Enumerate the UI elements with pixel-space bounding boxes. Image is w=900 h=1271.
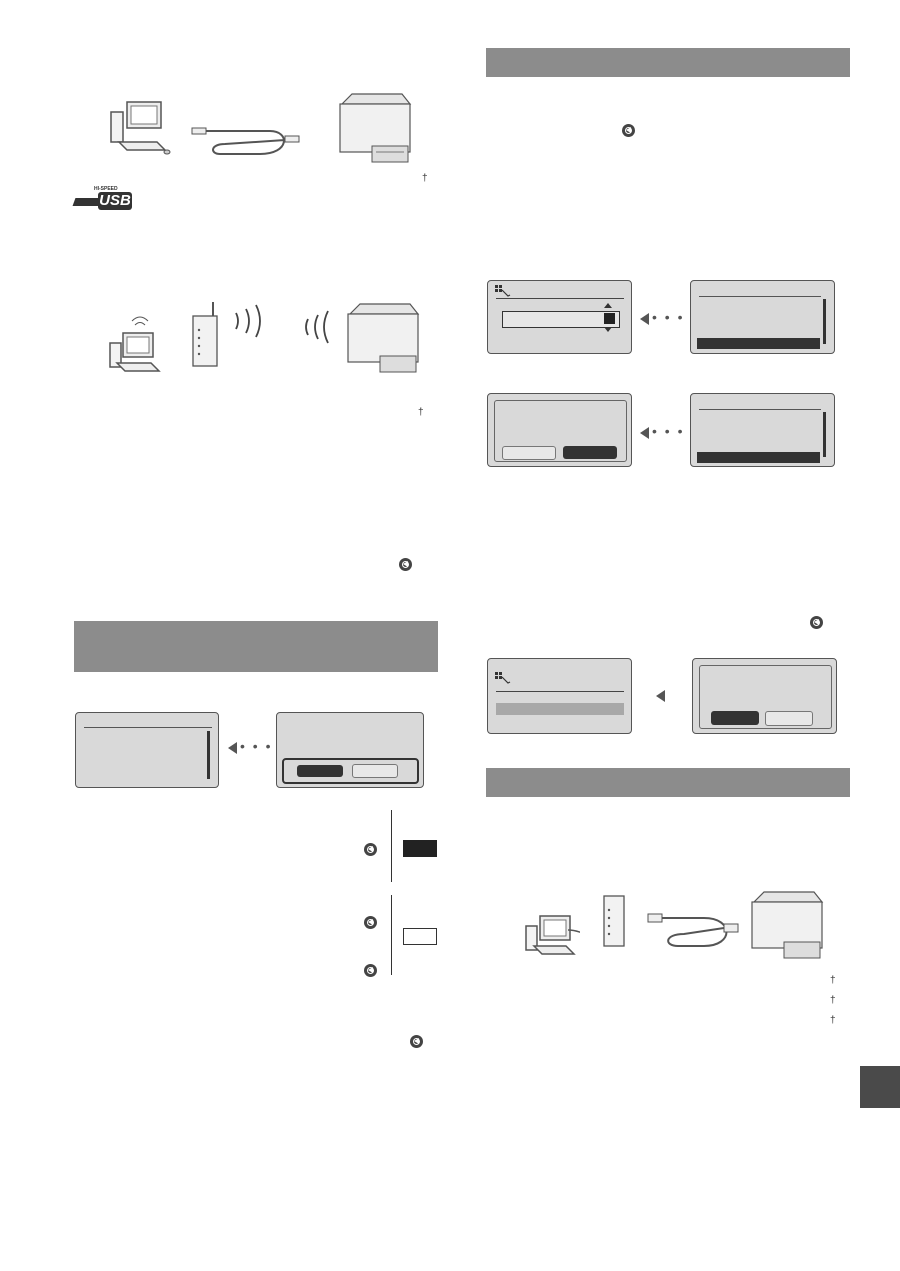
back-circle-icon: [364, 964, 377, 977]
no-button[interactable]: [765, 711, 813, 726]
ethernet-cable-icon: [647, 913, 739, 947]
dagger-mark: †: [422, 173, 428, 184]
up-arrow-icon[interactable]: [604, 303, 612, 308]
lcd-screen-confirm: [487, 393, 632, 467]
lcd-screen-list: [690, 393, 835, 467]
keypad-touch-icon: [495, 672, 511, 684]
wifi-waves-icon: [235, 304, 261, 338]
back-circle-icon: [410, 1035, 423, 1048]
dagger-mark: †: [418, 407, 424, 418]
arrow-left-icon: [640, 313, 649, 325]
divider-line: [391, 810, 392, 882]
back-circle-icon: [622, 124, 635, 137]
router-icon: [603, 895, 625, 947]
computer-icon: [110, 101, 171, 155]
light-key-sample: [403, 928, 437, 945]
selected-item[interactable]: [697, 338, 820, 349]
yes-button[interactable]: [563, 446, 617, 459]
scrollbar: [823, 412, 826, 457]
input-field[interactable]: [502, 311, 620, 328]
lcd-screen-list: [690, 280, 835, 354]
printer-icon: [751, 891, 824, 959]
back-circle-icon: [810, 616, 823, 629]
lcd-screen-input: [487, 280, 632, 354]
dark-key-sample: [403, 840, 437, 857]
cursor-block: [604, 313, 615, 324]
back-circle-icon: [399, 558, 412, 571]
computer-icon: [109, 316, 161, 372]
no-button[interactable]: [352, 764, 398, 778]
lcd-screen-list: [75, 712, 219, 788]
wifi-waves-icon: [305, 310, 329, 344]
scrollbar: [207, 731, 210, 779]
usb-logo: HI-SPEED USB: [72, 186, 136, 214]
arrow-left-icon: [228, 742, 237, 754]
section-header-bar: [74, 621, 438, 672]
usb-cable-icon: [191, 127, 300, 155]
printer-icon: [347, 303, 420, 373]
keypad-touch-icon: [495, 285, 511, 297]
dotted-connector: • • • •: [652, 423, 698, 439]
back-circle-icon: [364, 916, 377, 929]
arrow-left-icon: [640, 427, 649, 439]
dagger-mark: †: [830, 975, 836, 986]
yes-button[interactable]: [711, 711, 759, 725]
lcd-screen-confirm: [692, 658, 837, 734]
wireless-router-icon: [192, 302, 218, 367]
side-index-tab: [860, 1066, 900, 1108]
dotted-connector: • • • •: [240, 738, 286, 754]
wireless-connection-illustration: [100, 295, 430, 385]
printer-icon: [339, 93, 412, 163]
arrow-left-icon: [656, 690, 665, 702]
wired-lan-illustration: [522, 888, 832, 968]
dagger-mark: †: [830, 1015, 836, 1026]
dotted-connector: • • • •: [652, 309, 698, 325]
lcd-screen-progress: [487, 658, 632, 734]
section-header-bar: [486, 48, 850, 77]
selected-item[interactable]: [697, 452, 820, 463]
yes-button[interactable]: [297, 765, 343, 777]
usb-connection-illustration: [100, 90, 430, 175]
highlighted-row: [496, 703, 624, 715]
dagger-mark: †: [830, 995, 836, 1006]
down-arrow-icon[interactable]: [604, 327, 612, 332]
section-header-bar: [486, 768, 850, 797]
computer-icon: [525, 915, 580, 955]
divider-line: [391, 895, 392, 975]
lcd-screen-confirm: [276, 712, 424, 788]
back-circle-icon: [364, 843, 377, 856]
scrollbar: [823, 299, 826, 344]
no-button[interactable]: [502, 446, 556, 460]
